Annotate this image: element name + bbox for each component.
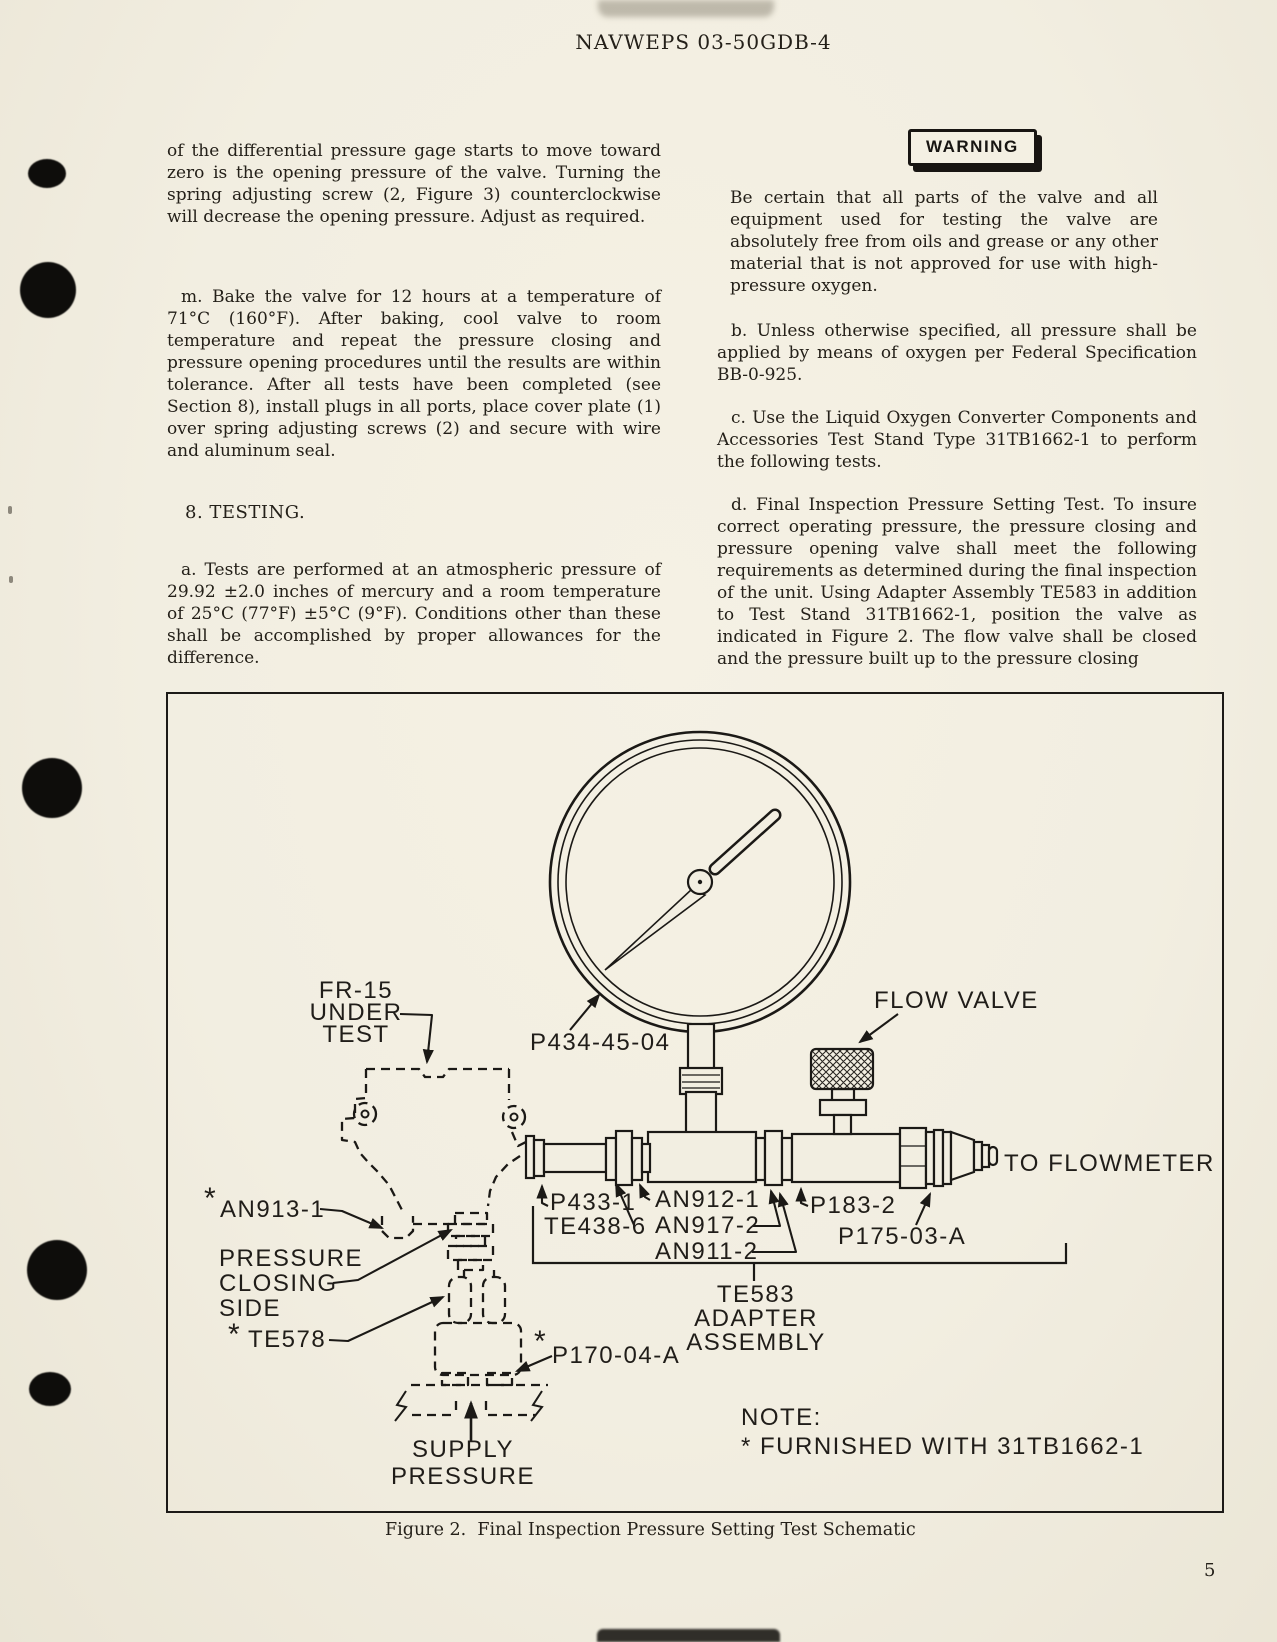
break-mark bbox=[530, 1390, 544, 1422]
figure-2-frame: FR-15 UNDER TEST P434-45-04 FLOW VALVE T… bbox=[166, 692, 1224, 1513]
label-side: SIDE bbox=[219, 1295, 281, 1322]
paragraph-a: a. Tests are performed at an atmospheric… bbox=[167, 560, 661, 668]
leader-pressure-closing bbox=[332, 1228, 453, 1285]
asterisk-te578: * bbox=[228, 1318, 240, 1351]
binding-hole bbox=[28, 159, 66, 188]
flow-valve-knob bbox=[809, 1047, 875, 1091]
label-an917: AN917-2 bbox=[655, 1212, 760, 1239]
label-assembly: ASSEMBLY bbox=[686, 1329, 826, 1356]
scan-artifact-bottom bbox=[597, 1629, 780, 1642]
label-supply-pressure: PRESSURE bbox=[391, 1463, 535, 1490]
leader-an913 bbox=[319, 1207, 385, 1229]
an913-fitting bbox=[380, 1216, 415, 1240]
scan-speck bbox=[8, 506, 12, 514]
leader-lines bbox=[319, 993, 931, 1372]
pipe-assembly bbox=[524, 1022, 999, 1190]
pipe-tee bbox=[646, 1130, 758, 1184]
gauge-needle bbox=[604, 808, 782, 971]
label-an912: AN912-1 bbox=[655, 1186, 760, 1213]
asterisk-an913: * bbox=[204, 1182, 216, 1215]
leader-p175 bbox=[915, 1191, 931, 1226]
leader-flow-valve bbox=[858, 1013, 899, 1044]
binding-hole bbox=[29, 1372, 71, 1406]
scan-artifact-top bbox=[598, 0, 774, 17]
paragraph-c: c. Use the Liquid Oxygen Converter Compo… bbox=[717, 408, 1197, 472]
page-number: 5 bbox=[1204, 1560, 1216, 1581]
label-to-flowmeter: TO FLOWMETER bbox=[1004, 1150, 1215, 1177]
label-closing: CLOSING bbox=[219, 1270, 338, 1297]
figure-caption: Figure 2. Final Inspection Pressure Sett… bbox=[385, 1520, 916, 1540]
te578-stud bbox=[481, 1275, 507, 1325]
paragraph-intro: of the differential pressure gage starts… bbox=[167, 141, 661, 227]
valve-outline-details bbox=[360, 1109, 544, 1422]
hex-nut bbox=[898, 1126, 928, 1190]
label-an913: AN913-1 bbox=[220, 1196, 325, 1223]
label-test: TEST bbox=[322, 1021, 389, 1048]
te578-stud bbox=[447, 1275, 473, 1325]
break-mark bbox=[394, 1390, 408, 1422]
binding-hole bbox=[20, 262, 76, 318]
label-p434: P434-45-04 bbox=[530, 1029, 670, 1056]
label-under: UNDER bbox=[310, 999, 403, 1026]
gauge-stem-collar bbox=[678, 1066, 724, 1096]
leader-an917 bbox=[753, 1188, 782, 1228]
leader-p434 bbox=[569, 993, 601, 1031]
binding-hole bbox=[27, 1240, 87, 1300]
label-te583: TE583 bbox=[717, 1281, 795, 1308]
label-pressure: PRESSURE bbox=[219, 1245, 363, 1272]
leader-an911 bbox=[752, 1191, 798, 1254]
warning-box: WARNING bbox=[908, 129, 1037, 166]
leader-fr15 bbox=[399, 1012, 434, 1065]
label-p183: P183-2 bbox=[810, 1192, 896, 1219]
section-heading-testing: 8. TESTING. bbox=[185, 502, 306, 523]
leader-an912 bbox=[639, 1182, 651, 1201]
paragraph-b: b. Unless otherwise specified, all press… bbox=[717, 321, 1197, 385]
label-p433: P433-1 bbox=[550, 1189, 636, 1216]
label-adapter: ADAPTER bbox=[694, 1305, 818, 1332]
label-supply: SUPPLY bbox=[412, 1436, 514, 1463]
asterisk-p170: * bbox=[534, 1325, 546, 1358]
label-te578: TE578 bbox=[248, 1326, 326, 1353]
leader-p183 bbox=[795, 1186, 809, 1207]
leader-p433 bbox=[536, 1183, 549, 1207]
page-header: NAVWEPS 03-50GDB-4 bbox=[575, 30, 832, 54]
paragraph-d: d. Final Inspection Pressure Setting Tes… bbox=[717, 495, 1197, 669]
figure-2-schematic: FR-15 UNDER TEST P434-45-04 FLOW VALVE T… bbox=[204, 730, 1215, 1490]
warning-text: Be certain that all parts of the valve a… bbox=[730, 188, 1158, 296]
te583-bracket bbox=[531, 1206, 1068, 1281]
label-p175: P175-03-A bbox=[838, 1223, 966, 1250]
valve-under-test-outline bbox=[340, 1067, 548, 1417]
label-p170: P170-04-A bbox=[552, 1342, 680, 1369]
label-fr15: FR-15 bbox=[319, 977, 393, 1004]
flow-valve-body bbox=[790, 1132, 902, 1184]
quick-disconnect bbox=[949, 1130, 976, 1182]
label-te438: TE438-6 bbox=[544, 1213, 647, 1240]
label-flow-valve: FLOW VALVE bbox=[874, 987, 1039, 1014]
paragraph-m: m. Bake the valve for 12 hours at a temp… bbox=[167, 287, 661, 461]
figure-note-title: NOTE: bbox=[741, 1404, 822, 1431]
label-an911: AN911-2 bbox=[655, 1238, 758, 1265]
scan-speck bbox=[9, 576, 13, 583]
p170-block bbox=[433, 1321, 523, 1377]
binding-hole bbox=[22, 758, 82, 818]
leader-te578 bbox=[328, 1296, 446, 1343]
figure-note-body: * FURNISHED WITH 31TB1662-1 bbox=[741, 1433, 1144, 1460]
leader-te438 bbox=[615, 1181, 635, 1226]
tube-te438 bbox=[542, 1142, 608, 1174]
leader-p170 bbox=[514, 1355, 553, 1372]
gauge-stem bbox=[686, 1022, 716, 1072]
